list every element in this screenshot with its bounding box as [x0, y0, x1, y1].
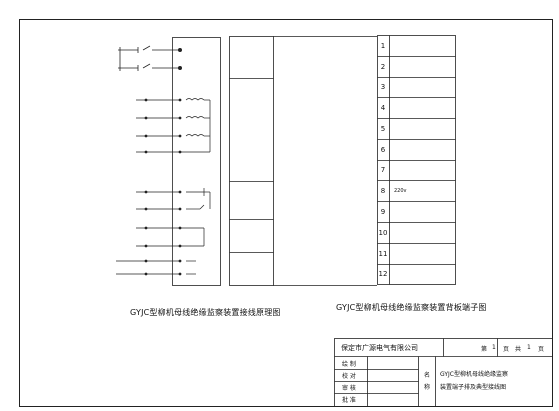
- terminal-number: 5: [380, 125, 386, 133]
- role-reviewed: 审 核: [342, 385, 356, 392]
- schematic-caption: GYJC型柳机母线绝缘监察装置接线原理图: [130, 308, 281, 317]
- drawing-name-line-2: 装置端子排及典型接线图: [440, 384, 507, 391]
- total-sheets: 1: [527, 344, 531, 351]
- terminal-number: 7: [380, 166, 386, 174]
- relay-device-box: [172, 37, 221, 286]
- terminal-number: 12: [378, 270, 388, 278]
- total-unit: 页: [538, 346, 545, 353]
- sheet-number: 1: [492, 344, 496, 351]
- left-terminal-dots: [144, 98, 182, 276]
- terminal-label: 220v: [394, 188, 407, 194]
- sheet-prefix: 第: [481, 346, 488, 353]
- drawing-name-line-1: GYJC型柳机母线绝缘监察: [440, 371, 508, 378]
- role-approved: 批 准: [342, 397, 356, 404]
- terminal-number: 8: [380, 187, 386, 195]
- left-leads: [116, 99, 180, 275]
- terminal-number: 1: [380, 42, 386, 50]
- title-block-grid: [334, 338, 553, 407]
- terminal-number: 2: [380, 63, 386, 71]
- name-label-2: 称: [424, 384, 431, 391]
- module-column: [229, 36, 377, 286]
- terminal-number: 9: [380, 208, 386, 216]
- terminal-number: 11: [378, 250, 388, 258]
- sheet-unit: 页: [503, 346, 510, 353]
- terminal-number: 4: [380, 104, 386, 112]
- terminal-block-frame: [377, 35, 456, 285]
- name-label-1: 名: [424, 372, 431, 379]
- backboard-caption: GYJC型柳机母线绝缘监察装置背板端子图: [336, 303, 487, 312]
- drawing-border: [19, 19, 553, 407]
- terminal-number: 6: [380, 146, 386, 154]
- input-switches: [118, 45, 182, 71]
- role-drawn: 绘 制: [342, 361, 356, 368]
- terminal-number: 3: [380, 83, 386, 91]
- total-prefix: 共: [515, 346, 522, 353]
- inner-coils: [180, 98, 211, 275]
- role-checked: 校 对: [342, 373, 356, 380]
- terminal-number: 10: [378, 229, 388, 237]
- company-name: 保定市广源电气有限公司: [341, 344, 418, 352]
